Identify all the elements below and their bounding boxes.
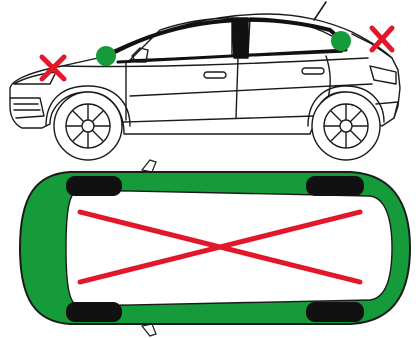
center-door-line: [236, 58, 238, 118]
tire-front-right: [66, 302, 122, 322]
red-x-icon: [42, 57, 64, 79]
top-mirror-rear: [142, 324, 156, 336]
door-sill: [124, 116, 314, 122]
green-dot-icon: [96, 46, 116, 66]
tire-rear-left: [306, 176, 364, 196]
green-dot-icon: [331, 31, 351, 51]
rear-wheel: [312, 92, 380, 160]
antenna: [314, 2, 326, 20]
top-mirror-front: [142, 160, 156, 172]
b-pillar: [232, 18, 248, 58]
red-x-icon: [372, 28, 392, 50]
tire-front-left: [66, 176, 122, 196]
car-top-view: [20, 160, 410, 336]
tire-rear-right: [306, 302, 364, 322]
front-door-handle: [204, 72, 226, 78]
taillight: [370, 66, 396, 84]
rear-door-handle: [302, 68, 324, 74]
front-bumper: [10, 98, 44, 118]
front-wheel: [54, 92, 122, 160]
front-grille-lines: [14, 104, 40, 110]
